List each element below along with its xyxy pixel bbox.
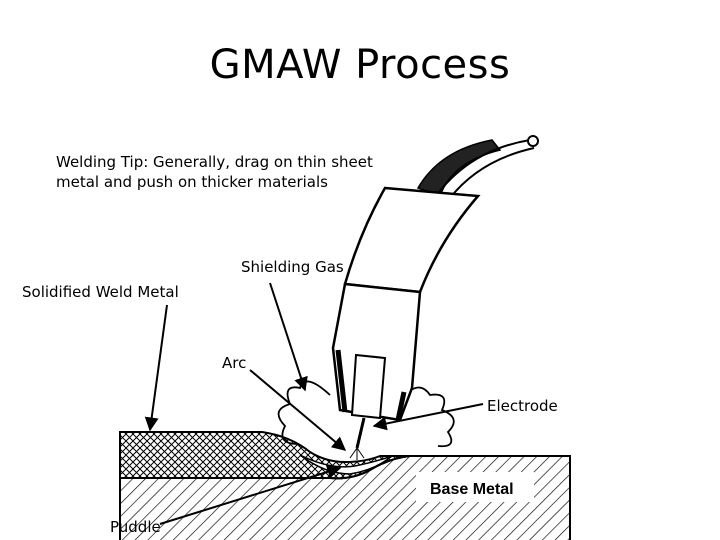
cable-end	[527, 135, 539, 147]
base-metal-label-box	[416, 472, 534, 502]
nozzle-inner-right	[395, 391, 407, 421]
leader-electrode	[372, 403, 484, 431]
contact-tip	[350, 353, 387, 420]
shielding-gas-cloud-right	[404, 386, 455, 448]
diagram-title: GMAW Process	[209, 42, 511, 88]
cable-wire	[435, 139, 531, 197]
label-base-metal: Base Metal	[430, 481, 514, 498]
label-puddle: Puddle	[110, 518, 161, 536]
solidified-weld-bead	[119, 431, 411, 480]
label-shielding-gas: Shielding Gas	[241, 258, 344, 276]
label-electrode: Electrode	[487, 397, 558, 415]
label-solidified-weld-metal: Solidified Weld Metal	[22, 283, 179, 301]
leader-puddle	[159, 465, 342, 525]
nozzle-inner-left	[335, 349, 348, 413]
welding-tip-note: Welding Tip: Generally, drag on thin she…	[56, 153, 373, 192]
leader-shielding-gas	[269, 282, 308, 392]
shielding-gas-cloud-left	[277, 380, 331, 445]
leader-arc	[249, 369, 347, 451]
electrode-wire	[355, 417, 366, 449]
arc-sparks	[349, 447, 365, 460]
gun-body	[343, 186, 481, 294]
leader-solidified	[144, 304, 168, 432]
cable-wire-2	[449, 147, 535, 199]
label-arc: Arc	[222, 354, 247, 372]
